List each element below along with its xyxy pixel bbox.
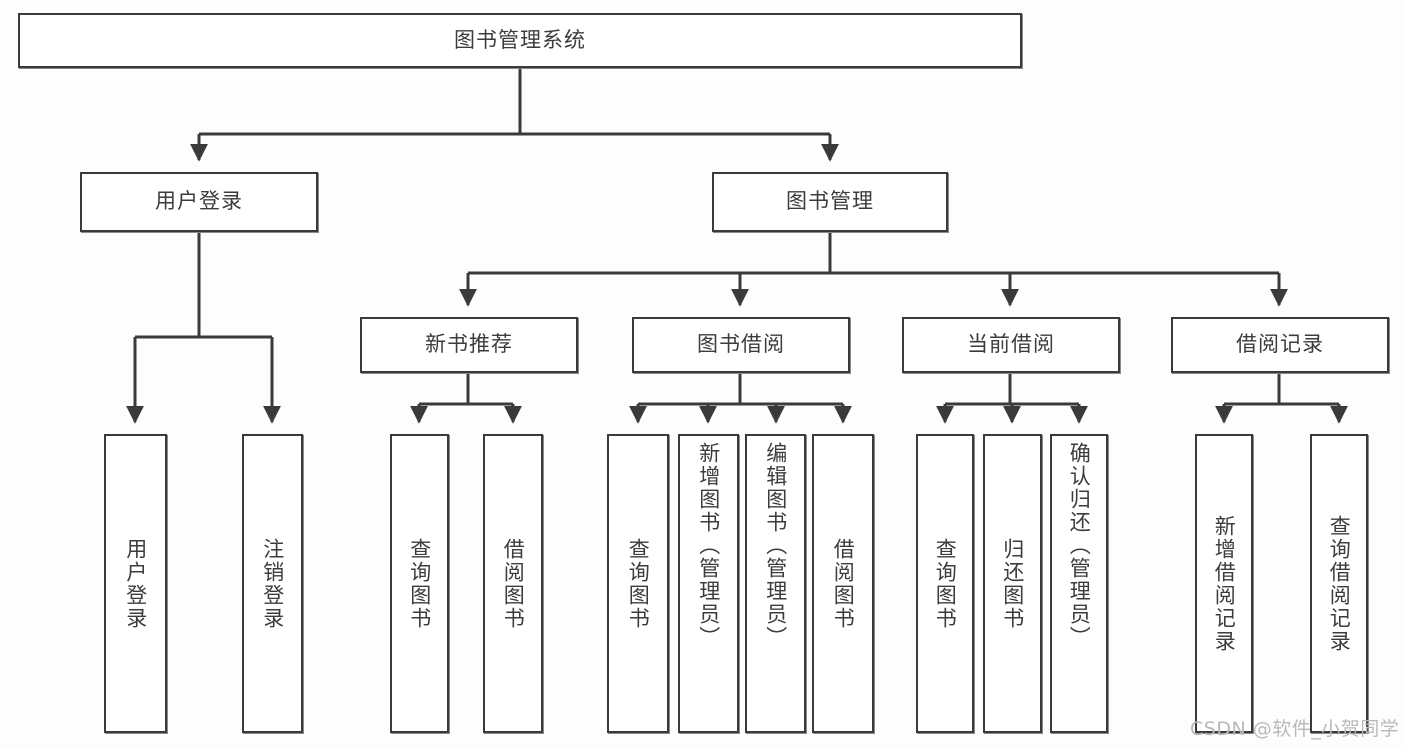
- node-root[interactable]: 图书管理系统: [18, 13, 1022, 68]
- leaf-query-books-borrowing[interactable]: 查询图书: [607, 434, 669, 733]
- node-current-borrowing-label: 当前借阅: [967, 332, 1055, 357]
- node-book-borrowing-label: 图书借阅: [697, 332, 785, 357]
- leaf-user-login-label: 用户登录: [123, 537, 148, 630]
- leaf-query-borrowing-record-label: 查询借阅记录: [1327, 514, 1352, 653]
- node-root-label: 图书管理系统: [454, 27, 586, 52]
- node-new-book-recommendation-label: 新书推荐: [425, 332, 513, 357]
- leaf-add-borrowing-record-label: 新增借阅记录: [1212, 514, 1237, 653]
- leaf-add-book-admin[interactable]: 新增图书（管理员）: [678, 434, 739, 733]
- leaf-borrow-books-recommendation[interactable]: 借阅图书: [483, 434, 543, 733]
- leaf-user-logout[interactable]: 注销登录: [242, 434, 303, 733]
- leaf-user-login[interactable]: 用户登录: [104, 434, 167, 733]
- node-book-borrowing[interactable]: 图书借阅: [632, 317, 850, 373]
- leaf-query-books-borrowing-label: 查询图书: [626, 537, 651, 630]
- node-user-login[interactable]: 用户登录: [80, 172, 318, 232]
- leaf-return-books-label: 归还图书: [1000, 537, 1025, 630]
- leaf-borrow-books-recommendation-label: 借阅图书: [501, 537, 526, 630]
- leaf-query-borrowing-record[interactable]: 查询借阅记录: [1310, 434, 1368, 733]
- csdn-watermark: CSDN @软件_小贺同学: [1190, 718, 1400, 740]
- leaf-query-books-current[interactable]: 查询图书: [916, 434, 974, 733]
- leaf-return-books[interactable]: 归还图书: [983, 434, 1042, 733]
- leaf-confirm-return-admin-label: 确认归还（管理员）: [1067, 442, 1092, 649]
- leaf-borrow-books-label: 借阅图书: [831, 537, 856, 630]
- leaf-query-books-recommendation[interactable]: 查询图书: [390, 434, 449, 733]
- node-user-login-label: 用户登录: [155, 189, 243, 214]
- node-new-book-recommendation[interactable]: 新书推荐: [360, 317, 578, 373]
- node-book-management-label: 图书管理: [786, 189, 874, 214]
- leaf-edit-book-admin-label: 编辑图书（管理员）: [763, 442, 788, 649]
- leaf-edit-book-admin[interactable]: 编辑图书（管理员）: [745, 434, 806, 733]
- leaf-query-books-recommendation-label: 查询图书: [407, 537, 432, 630]
- leaf-add-borrowing-record[interactable]: 新增借阅记录: [1195, 434, 1253, 733]
- leaf-borrow-books[interactable]: 借阅图书: [812, 434, 874, 733]
- node-book-management[interactable]: 图书管理: [712, 172, 948, 232]
- leaf-add-book-admin-label: 新增图书（管理员）: [696, 442, 721, 649]
- leaf-query-books-current-label: 查询图书: [933, 537, 958, 630]
- node-borrowing-records-label: 借阅记录: [1236, 332, 1324, 357]
- node-current-borrowing[interactable]: 当前借阅: [902, 317, 1120, 373]
- leaf-confirm-return-admin[interactable]: 确认归还（管理员）: [1050, 434, 1108, 733]
- leaf-user-logout-label: 注销登录: [260, 537, 285, 630]
- node-borrowing-records[interactable]: 借阅记录: [1171, 317, 1389, 373]
